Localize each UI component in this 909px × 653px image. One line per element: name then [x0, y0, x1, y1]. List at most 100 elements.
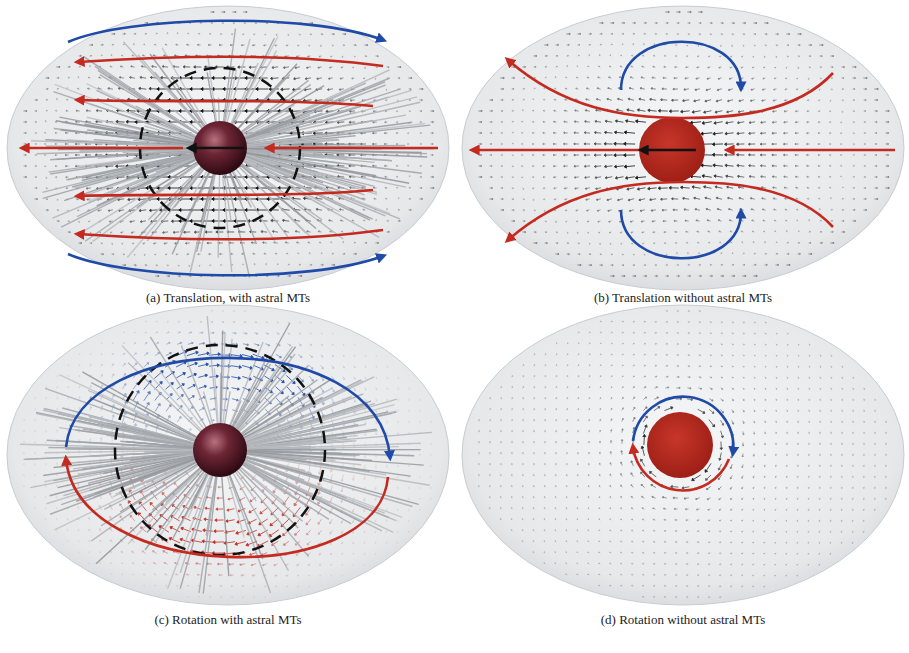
velocity-arrow	[232, 11, 236, 13]
red-streamline	[728, 149, 895, 152]
velocity-arrow	[46, 110, 48, 111]
velocity-arrow	[566, 221, 567, 222]
velocity-arrow	[89, 552, 90, 553]
velocity-arrow	[68, 397, 69, 399]
velocity-arrow	[57, 77, 60, 78]
velocity-arrow	[611, 33, 613, 34]
velocity-arrow	[564, 110, 567, 111]
velocity-arrow	[321, 34, 323, 35]
velocity-arrow	[55, 177, 57, 178]
velocity-arrow	[885, 143, 888, 144]
velocity-arrow	[611, 44, 613, 45]
velocity-arrow	[134, 343, 136, 345]
velocity-arrow	[692, 111, 701, 114]
velocity-arrow	[840, 143, 842, 144]
velocity-arrow	[658, 187, 668, 190]
velocity-arrow	[772, 154, 777, 156]
velocity-arrow	[35, 430, 36, 432]
velocity-arrow	[677, 22, 680, 23]
velocity-arrow	[534, 88, 535, 89]
velocity-arrow	[332, 45, 333, 46]
velocity-arrow	[712, 153, 723, 156]
velocity-arrow	[209, 265, 211, 266]
velocity-arrow	[584, 154, 590, 156]
velocity-arrow	[675, 55, 677, 56]
velocity-arrow	[166, 404, 171, 411]
velocity-arrow	[875, 187, 878, 188]
velocity-arrow	[595, 177, 601, 179]
velocity-arrow	[594, 165, 601, 167]
velocity-arrow	[864, 121, 866, 122]
velocity-arrow	[396, 122, 398, 123]
velocity-arrow	[144, 353, 148, 356]
velocity-arrow	[671, 99, 678, 101]
velocity-arrow	[220, 33, 222, 34]
velocity-arrow	[65, 143, 69, 145]
velocity-arrow	[830, 55, 833, 56]
velocity-arrow	[112, 44, 114, 45]
velocity-arrow	[707, 220, 711, 222]
velocity-arrow	[775, 264, 778, 265]
velocity-arrow	[68, 66, 71, 67]
velocity-arrow	[374, 198, 377, 199]
velocity-arrow	[35, 165, 37, 166]
cell-panel	[462, 6, 904, 290]
velocity-arrow	[387, 220, 389, 221]
velocity-arrow	[820, 231, 822, 232]
velocity-arrow	[624, 142, 636, 145]
velocity-arrow	[111, 563, 112, 564]
velocity-arrow	[398, 198, 399, 199]
velocity-arrow	[617, 199, 623, 201]
velocity-arrow	[56, 519, 57, 521]
velocity-arrow	[853, 111, 855, 112]
velocity-arrow	[134, 33, 136, 34]
velocity-arrow	[185, 242, 189, 244]
velocity-arrow	[282, 219, 289, 221]
velocity-arrow	[642, 232, 644, 233]
velocity-arrow	[719, 67, 722, 68]
velocity-arrow	[809, 56, 811, 57]
velocity-arrow	[715, 186, 722, 188]
velocity-arrow	[512, 121, 514, 122]
velocity-arrow	[407, 143, 409, 144]
velocity-arrow	[46, 188, 48, 189]
velocity-arrow	[831, 209, 833, 210]
velocity-arrow	[34, 463, 35, 465]
velocity-arrow	[760, 143, 766, 145]
velocity-arrow	[220, 253, 223, 254]
velocity-arrow	[24, 430, 25, 432]
velocity-arrow	[729, 220, 732, 222]
cell-outline	[7, 305, 449, 605]
velocity-arrow	[650, 98, 657, 100]
velocity-arrow	[761, 121, 766, 123]
velocity-arrow	[78, 541, 79, 543]
velocity-arrow	[310, 34, 312, 35]
velocity-arrow	[829, 165, 831, 166]
velocity-arrow	[57, 408, 58, 410]
velocity-arrow	[761, 176, 766, 178]
velocity-arrow	[796, 209, 798, 210]
velocity-arrow	[685, 220, 689, 222]
velocity-arrow	[797, 78, 799, 79]
velocity-arrow	[364, 220, 366, 222]
velocity-arrow	[339, 209, 343, 211]
velocity-arrow	[321, 253, 322, 254]
velocity-arrow	[375, 242, 378, 243]
velocity-arrow	[681, 110, 690, 113]
velocity-arrow	[586, 88, 589, 89]
velocity-arrow	[478, 176, 482, 178]
velocity-arrow	[409, 100, 411, 101]
velocity-arrow	[216, 231, 224, 233]
velocity-arrow	[697, 231, 700, 232]
velocity-arrow	[198, 33, 200, 34]
velocity-arrow	[523, 99, 525, 100]
velocity-arrow	[78, 77, 79, 79]
velocity-arrow	[360, 143, 366, 145]
velocity-arrow	[795, 154, 799, 156]
red-streamline	[78, 190, 373, 196]
velocity-arrow	[713, 132, 723, 135]
velocity-arrow	[633, 22, 636, 23]
velocity-arrow	[120, 455, 123, 467]
velocity-arrow	[156, 332, 158, 333]
